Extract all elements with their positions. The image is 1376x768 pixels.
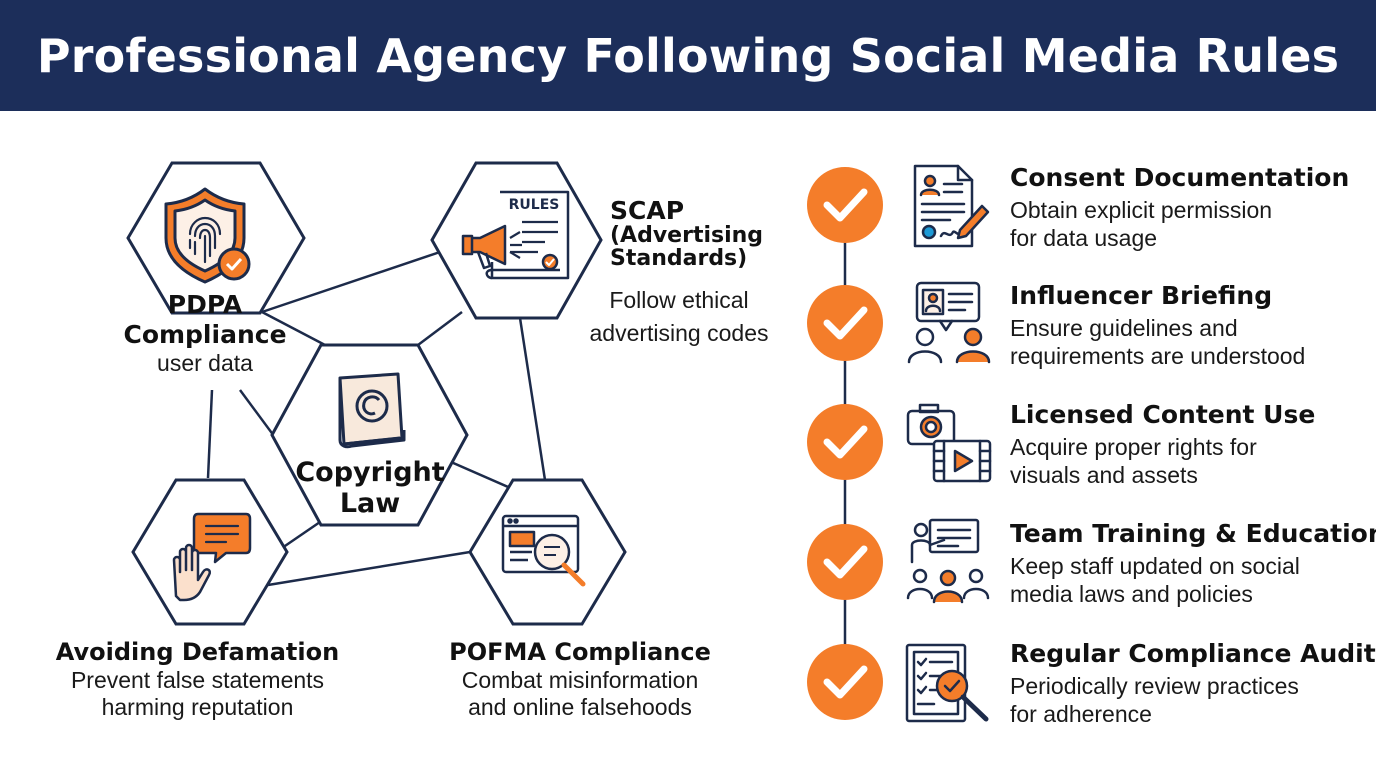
defamation-desc-line2: harming reputation <box>101 694 294 721</box>
page-title: Professional Agency Following Social Med… <box>36 28 1340 83</box>
checklist-item-2-desc-line1: Ensure guidelines and <box>1010 315 1238 341</box>
pofma-title: POFMA Compliance <box>449 638 711 666</box>
pdpa-title-line2: Compliance <box>123 320 287 349</box>
checklist-item-4-desc-line2: media laws and policies <box>1010 581 1253 607</box>
fingerprint-shield-icon <box>164 187 251 284</box>
scap-desc-line1: Follow ethical <box>609 287 749 313</box>
pdpa-title-line1: PDPA <box>167 290 243 319</box>
checklist-item-4-desc-line1: Keep staff updated on social <box>1010 553 1300 579</box>
check-circle-4 <box>807 524 883 600</box>
scap-rules-badge: RULES <box>509 197 560 213</box>
checklist-circles <box>807 167 883 720</box>
pofma-desc-line2: and online falsehoods <box>468 694 692 721</box>
pdpa-desc: user data <box>157 350 253 376</box>
checklist-item-3-desc-line1: Acquire proper rights for <box>1010 434 1257 460</box>
checklist-item-3-desc: Acquire proper rights for visuals and as… <box>1010 433 1360 489</box>
hand-speech-icon <box>172 512 252 602</box>
camera-video-icon <box>906 403 992 483</box>
pofma-desc-line1: Combat misinformation <box>461 666 699 693</box>
audit-checklist-icon <box>905 643 989 723</box>
scap-heading: SCAP (Advertising Standards) <box>610 196 770 272</box>
checklist-item-1-desc: Obtain explicit permission for data usag… <box>1010 196 1360 252</box>
checklist-item-2-desc: Ensure guidelines and requirements are u… <box>1010 314 1360 370</box>
checklist-item-4-desc: Keep staff updated on social media laws … <box>1010 552 1360 608</box>
influencer-meeting-icon <box>907 281 991 364</box>
title-banner: Professional Agency Following Social Med… <box>0 0 1376 111</box>
checklist-item-3-desc-line2: visuals and assets <box>1010 462 1198 488</box>
check-circle-3 <box>807 404 883 480</box>
checklist-item-1-desc-line2: for data usage <box>1010 225 1158 251</box>
training-presentation-icon <box>906 518 990 604</box>
checklist-item-1-desc-line1: Obtain explicit permission <box>1010 197 1273 223</box>
scap-title-line3: Standards) <box>610 246 748 272</box>
signed-document-icon <box>913 164 990 248</box>
scap-title-line2: (Advertising <box>610 223 764 249</box>
pdpa-label: PDPA Compliance user data <box>110 290 300 378</box>
check-circle-2 <box>807 285 883 361</box>
scap-desc-line2: advertising codes <box>589 320 769 347</box>
defamation-label: Avoiding Defamation Prevent false statem… <box>40 638 355 722</box>
megaphone-rules-icon <box>461 190 570 280</box>
check-circle-1 <box>807 167 883 243</box>
checklist-item-5-desc-line2: for adherence <box>1010 701 1152 727</box>
copyright-title-line1: Copyright <box>295 457 445 488</box>
checklist-item-1-title: Consent Documentation <box>1010 163 1350 192</box>
copyright-title-line2: Law <box>339 488 401 520</box>
scap-title-line1: SCAP <box>610 196 685 225</box>
check-circle-5 <box>807 644 883 720</box>
copyright-label: Copyright Law <box>290 457 450 519</box>
scap-desc: Follow ethical advertising codes <box>568 284 790 351</box>
checklist-item-5-desc: Periodically review practices for adhere… <box>1010 672 1360 728</box>
defamation-desc-line1: Prevent false statements <box>70 666 325 693</box>
checklist-item-5-title: Regular Compliance Audits <box>1010 639 1376 668</box>
checklist-item-4-title: Team Training & Education <box>1010 519 1376 548</box>
checklist-item-2-desc-line2: requirements are understood <box>1010 343 1306 369</box>
defamation-title: Avoiding Defamation <box>55 638 340 666</box>
copyright-book-icon <box>338 372 406 449</box>
checklist-item-5-desc-line1: Periodically review practices <box>1010 673 1299 699</box>
pofma-label: POFMA Compliance Combat misinformation a… <box>430 638 730 722</box>
checklist-item-2-title: Influencer Briefing <box>1010 281 1273 310</box>
browser-magnifier-icon <box>501 514 586 587</box>
checklist-item-3-title: Licensed Content Use <box>1010 400 1316 429</box>
